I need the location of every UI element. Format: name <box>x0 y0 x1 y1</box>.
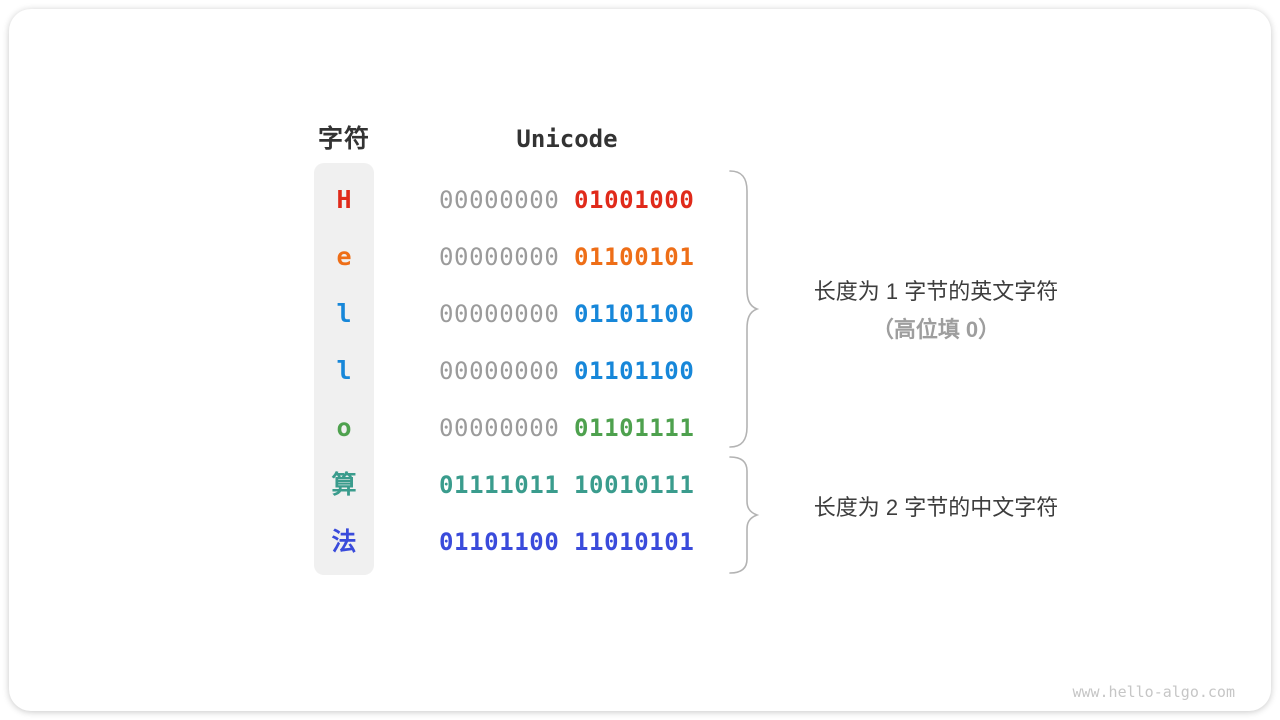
byte-high: 01111011 <box>439 471 560 499</box>
char-row: e 00000000 01100101 <box>9 242 1280 272</box>
byte-low: 01001000 <box>574 186 695 214</box>
char-cell: l <box>336 356 352 385</box>
char-cell: H <box>336 185 352 214</box>
char-row: 算 01111011 10010111 <box>9 470 1280 500</box>
char-cell: 法 <box>331 527 357 556</box>
byte-low: 01101100 <box>574 300 695 328</box>
annotation-english-line2: （高位填 0） <box>871 317 1001 342</box>
char-cell: l <box>336 299 352 328</box>
annotation-chinese-line1: 长度为 2 字节的中文字符 <box>813 495 1059 520</box>
annotation-chinese: 长度为 2 字节的中文字符 <box>756 489 1116 527</box>
annotation-english-line1: 长度为 1 字节的英文字符 <box>813 279 1059 304</box>
byte-high: 00000000 <box>439 186 560 214</box>
header-char: 字符 <box>317 125 370 153</box>
char-cell: e <box>336 242 352 271</box>
watermark-url: www.hello-algo.com <box>1072 683 1235 701</box>
byte-high: 00000000 <box>439 300 560 328</box>
byte-high: 00000000 <box>439 243 560 271</box>
byte-low: 01100101 <box>574 243 695 271</box>
annotation-english: 长度为 1 字节的英文字符 （高位填 0） <box>756 273 1116 349</box>
diagram-card: 字符 Unicode H 00000000 01001000 e 0000000… <box>9 9 1271 711</box>
char-row: l 00000000 01101100 <box>9 299 1280 329</box>
byte-low: 01101111 <box>574 414 695 442</box>
byte-high: 00000000 <box>439 414 560 442</box>
char-cell: o <box>336 413 352 442</box>
byte-low: 11010101 <box>574 528 695 556</box>
byte-high: 01101100 <box>439 528 560 556</box>
char-column-background <box>314 163 374 575</box>
char-row: o 00000000 01101111 <box>9 413 1280 443</box>
char-row: l 00000000 01101100 <box>9 356 1280 386</box>
char-row: H 00000000 01001000 <box>9 185 1280 215</box>
byte-high: 00000000 <box>439 357 560 385</box>
char-row: 法 01101100 11010101 <box>9 527 1280 557</box>
byte-low: 01101100 <box>574 357 695 385</box>
char-cell: 算 <box>331 470 357 499</box>
header-unicode: Unicode <box>516 125 618 153</box>
byte-low: 10010111 <box>574 471 695 499</box>
